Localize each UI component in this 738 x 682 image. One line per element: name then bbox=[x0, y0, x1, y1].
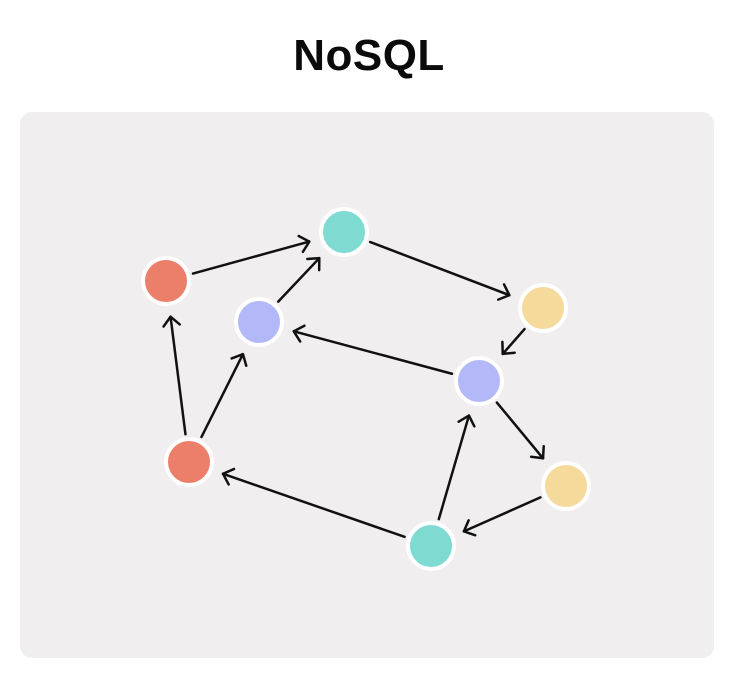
node-yellow-top bbox=[518, 283, 568, 333]
node-yellow-bottom bbox=[541, 461, 591, 511]
node-teal-bottom bbox=[406, 521, 456, 571]
edge-line bbox=[437, 414, 471, 521]
node-blue-right bbox=[454, 356, 504, 406]
edges-layer bbox=[162, 234, 545, 539]
edge-teal-top-to-yellow-top bbox=[368, 240, 511, 301]
edge-line bbox=[200, 352, 245, 439]
edge-line bbox=[191, 240, 311, 275]
edge-line bbox=[292, 330, 454, 375]
edge-line bbox=[368, 240, 511, 297]
edge-red-bottom-to-blue-left bbox=[200, 352, 248, 439]
edge-line bbox=[169, 315, 187, 436]
arrowhead-icon bbox=[462, 519, 477, 537]
nodes-layer bbox=[141, 207, 591, 571]
edge-blue-right-to-yellow-bottom bbox=[495, 401, 545, 460]
arrowhead-icon bbox=[457, 414, 476, 428]
diagram-panel bbox=[20, 112, 714, 658]
edge-line bbox=[462, 496, 542, 533]
arrowhead-icon bbox=[501, 340, 516, 356]
arrowhead-icon bbox=[297, 234, 311, 254]
edge-yellow-bottom-to-teal-bottom bbox=[462, 496, 542, 537]
node-red-top bbox=[141, 256, 191, 306]
edge-line bbox=[276, 256, 321, 303]
edge-yellow-top-to-blue-right bbox=[501, 327, 526, 356]
node-teal-top bbox=[319, 207, 369, 257]
edge-teal-bottom-to-red-bottom bbox=[221, 467, 406, 539]
arrowhead-icon bbox=[221, 467, 236, 486]
edge-blue-right-to-blue-left bbox=[292, 324, 454, 375]
arrowhead-icon bbox=[496, 283, 511, 301]
node-red-bottom bbox=[164, 437, 214, 487]
edge-line bbox=[221, 472, 406, 539]
arrowhead-icon bbox=[306, 256, 321, 272]
edge-line bbox=[495, 401, 545, 460]
diagram-title: NoSQL bbox=[293, 31, 445, 80]
edge-red-bottom-to-red-top bbox=[162, 315, 187, 436]
edge-teal-bottom-to-blue-right bbox=[437, 414, 476, 521]
edge-blue-left-to-teal-top bbox=[276, 256, 321, 303]
arrowhead-icon bbox=[162, 315, 181, 328]
arrowhead-icon bbox=[529, 445, 545, 460]
edge-red-top-to-teal-top bbox=[191, 234, 311, 275]
node-blue-left bbox=[234, 297, 284, 347]
arrowhead-icon bbox=[292, 324, 306, 343]
edge-line bbox=[501, 327, 526, 356]
arrowhead-icon bbox=[230, 352, 248, 367]
